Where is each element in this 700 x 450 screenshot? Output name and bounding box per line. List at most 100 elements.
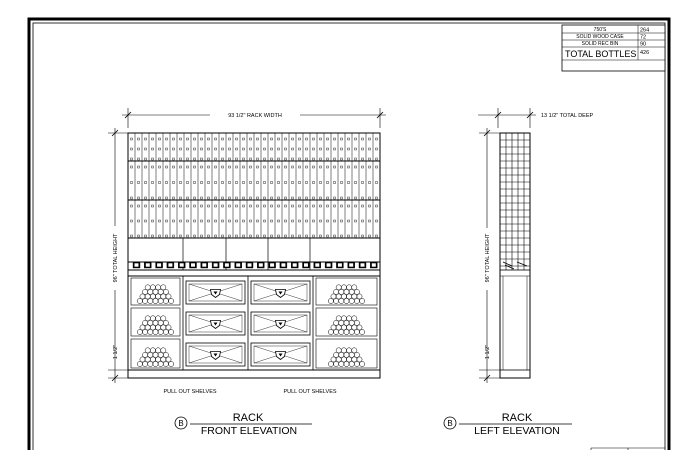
bottle-peg [200, 137, 203, 141]
bottle-peg [214, 157, 217, 161]
shelf-panel [253, 314, 308, 333]
bin-bottle [351, 347, 358, 354]
bottle-peg [347, 137, 350, 141]
bottle-peg [305, 181, 308, 184]
bottle-peg [130, 196, 133, 200]
bottle-peg [151, 147, 154, 151]
bottle-peg [193, 204, 196, 208]
bin-bottle [354, 320, 360, 326]
bottle-peg [186, 204, 189, 208]
pull-out-shelf [185, 342, 246, 367]
bottle-peg [249, 234, 252, 238]
pull-out-shelves-label-left: PULL OUT SHELVES [163, 389, 216, 395]
bottle-peg [319, 181, 322, 184]
bin-cubby [315, 338, 378, 369]
display-bottle-label [236, 263, 241, 267]
front-elevation: 93 1/2" RACK WIDTH 96" TOTAL HEIGHT 1 1/… [108, 108, 386, 437]
side-total-height-label: 96" TOTAL HEIGHT [485, 233, 491, 282]
display-bottle-label [360, 263, 365, 267]
bottle-peg [340, 147, 343, 151]
bottle-peg [165, 204, 168, 208]
bottle-peg [207, 234, 210, 238]
bottle-peg [347, 181, 350, 184]
table-row-value: 90 [640, 42, 646, 48]
bin-bottle [165, 324, 172, 331]
side-base-height-label: 1 1/2" [485, 345, 491, 359]
bottle-peg [319, 165, 322, 169]
bottle-peg [130, 137, 133, 141]
bottle-peg [368, 165, 371, 169]
bottle-peg [249, 204, 252, 208]
bottle-peg [172, 147, 175, 151]
bottle-peg [249, 196, 252, 200]
bin-cubby [130, 338, 181, 369]
pull-out-shelf [185, 311, 246, 336]
bottle-peg [319, 196, 322, 200]
bottle-peg [284, 137, 287, 141]
bottle-peg [214, 204, 217, 208]
bin-bottle [335, 284, 342, 291]
bottle-peg [256, 219, 259, 223]
bottle-peg [312, 147, 315, 151]
bottle-peg [151, 219, 154, 223]
pull-out-shelf [185, 280, 246, 305]
bottle-peg [298, 219, 301, 223]
bottle-peg [172, 219, 175, 223]
bottle-peg [347, 234, 350, 238]
shelf-emblem-mark [213, 322, 218, 326]
display-bottle-label [337, 263, 342, 267]
bottle-peg [326, 181, 329, 184]
bin-bottle [144, 284, 151, 291]
bottle-peg [172, 181, 175, 184]
bottle-peg [214, 165, 217, 169]
bottle-peg [319, 137, 322, 141]
bottle-peg [130, 165, 133, 169]
bottle-peg [137, 219, 140, 223]
display-bottle-label [224, 263, 229, 267]
bottle-peg [172, 157, 175, 161]
total-depth-dimension: 13 1/2" TOTAL DEEP [478, 108, 594, 128]
shelf-panel [253, 345, 308, 364]
bottle-peg [375, 204, 378, 208]
bottle-peg [263, 204, 266, 208]
bottle-peg [368, 157, 371, 161]
display-bottle-profile [502, 261, 528, 270]
bottle-peg [207, 181, 210, 184]
bottle-peg [291, 234, 294, 238]
left-elevation: 13 1/2" TOTAL DEEP 96" TOTAL HEIGHT 1 1/… [443, 108, 594, 437]
bottle-peg [361, 147, 364, 151]
pull-out-shelf [250, 342, 311, 367]
bottle-peg [312, 196, 315, 200]
bin-bottle [335, 347, 342, 354]
bottle-peg [207, 157, 210, 161]
bottle-peg [277, 165, 280, 169]
bottle-peg [242, 219, 245, 223]
bottle-peg [200, 157, 203, 161]
bottle-peg [256, 147, 259, 151]
bin-bottle [359, 361, 365, 367]
bin-bottle [163, 352, 169, 358]
bottle-peg [375, 219, 378, 223]
bottle-peg [137, 137, 140, 141]
bottle-peg [340, 181, 343, 184]
sheet-border [27, 17, 671, 450]
bottle-peg [340, 165, 343, 169]
bottle-peg [368, 196, 371, 200]
bottle-peg [172, 137, 175, 141]
bin-bottle [168, 298, 174, 304]
bottle-peg [305, 137, 308, 141]
bottle-peg [228, 165, 231, 169]
bin-bottle [165, 356, 172, 363]
bottle-peg [179, 157, 182, 161]
bottle-peg [200, 219, 203, 223]
bottle-peg [158, 147, 161, 151]
bin-bottle [163, 289, 169, 295]
bottle-peg [200, 181, 203, 184]
bottle-peg [340, 204, 343, 208]
bottle-peg [214, 219, 217, 223]
bottle-peg [284, 234, 287, 238]
bottle-peg [312, 219, 315, 223]
bottle-peg [249, 219, 252, 223]
bottle-peg [277, 219, 280, 223]
bottle-peg [375, 181, 378, 184]
